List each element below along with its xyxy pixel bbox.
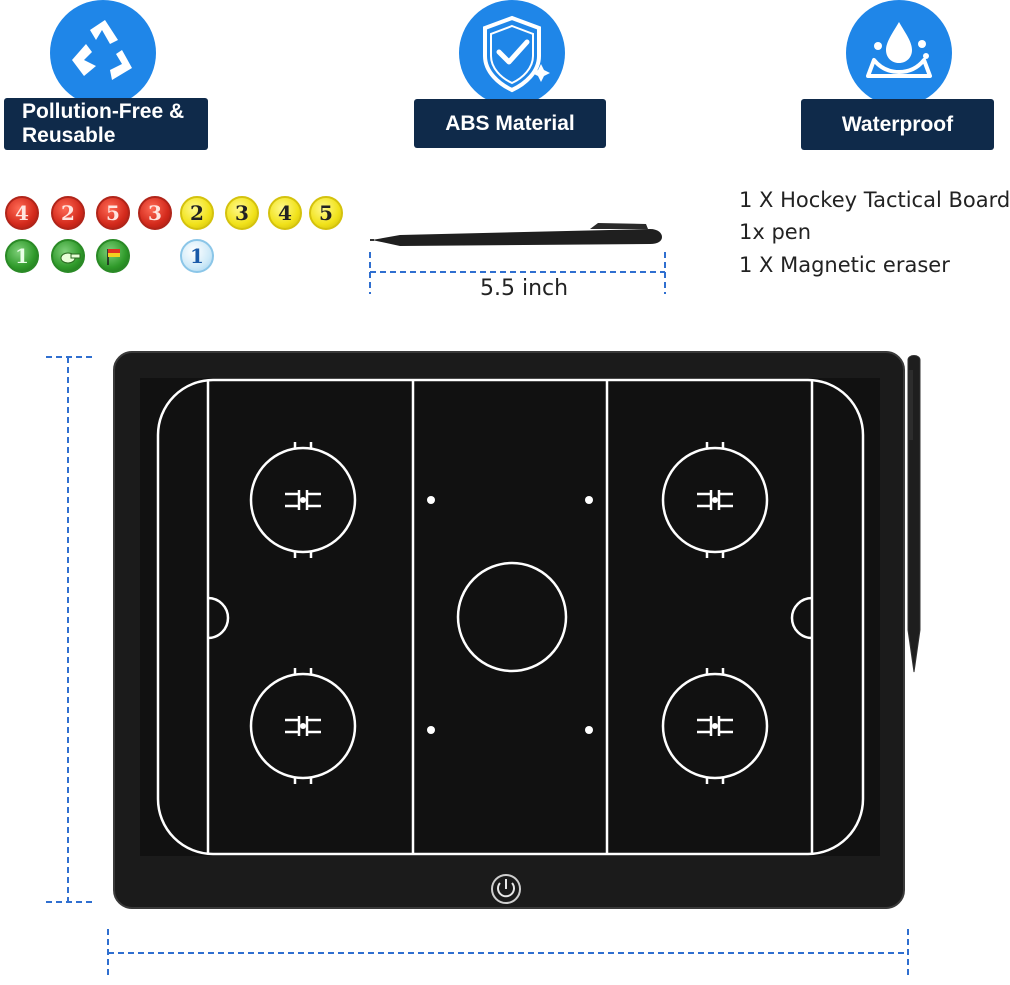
hockey-rink — [156, 378, 865, 856]
chip-green-whistle — [51, 239, 85, 273]
chip-yellow-2: 2 — [180, 196, 214, 230]
feature-label-abs-material: ABS Material — [414, 99, 606, 148]
shield-check-icon — [459, 0, 565, 106]
chip-red-3: 3 — [138, 196, 172, 230]
stylus-illustration — [907, 355, 921, 673]
faceoff-hashmarks — [285, 442, 733, 784]
pen-illustration — [370, 223, 662, 246]
feature-label-waterproof: Waterproof — [801, 99, 994, 150]
chip-blue-1: 1 — [180, 239, 214, 273]
contents-line: 1x pen — [739, 220, 812, 244]
water-drop-icon — [846, 0, 952, 106]
board-height-dimension — [46, 356, 92, 903]
chip-red-4: 4 — [5, 196, 39, 230]
flag-icon — [107, 249, 120, 265]
chip-yellow-4: 4 — [268, 196, 302, 230]
chip-yellow-3: 3 — [225, 196, 259, 230]
feature-label-pollution-free: Pollution-Free & Reusable — [4, 98, 208, 150]
pen-size-label: 5.5 inch — [480, 276, 569, 301]
chip-green-1: 1 — [5, 239, 39, 273]
faceoff-dots — [300, 496, 718, 734]
whistle-icon — [60, 252, 81, 264]
power-button-icon[interactable] — [491, 874, 521, 904]
contents-line: 1 X Magnetic eraser — [739, 253, 950, 277]
hockey-tactical-board — [113, 351, 905, 909]
recycle-icon — [50, 0, 156, 106]
chip-red-2: 2 — [51, 196, 85, 230]
board-width-dimension — [107, 929, 909, 977]
chip-yellow-5: 5 — [309, 196, 343, 230]
chip-green-flag — [96, 239, 130, 273]
chip-red-5: 5 — [96, 196, 130, 230]
pen-dimension-line — [369, 252, 666, 294]
contents-line: 1 X Hockey Tactical Board — [739, 188, 1010, 212]
